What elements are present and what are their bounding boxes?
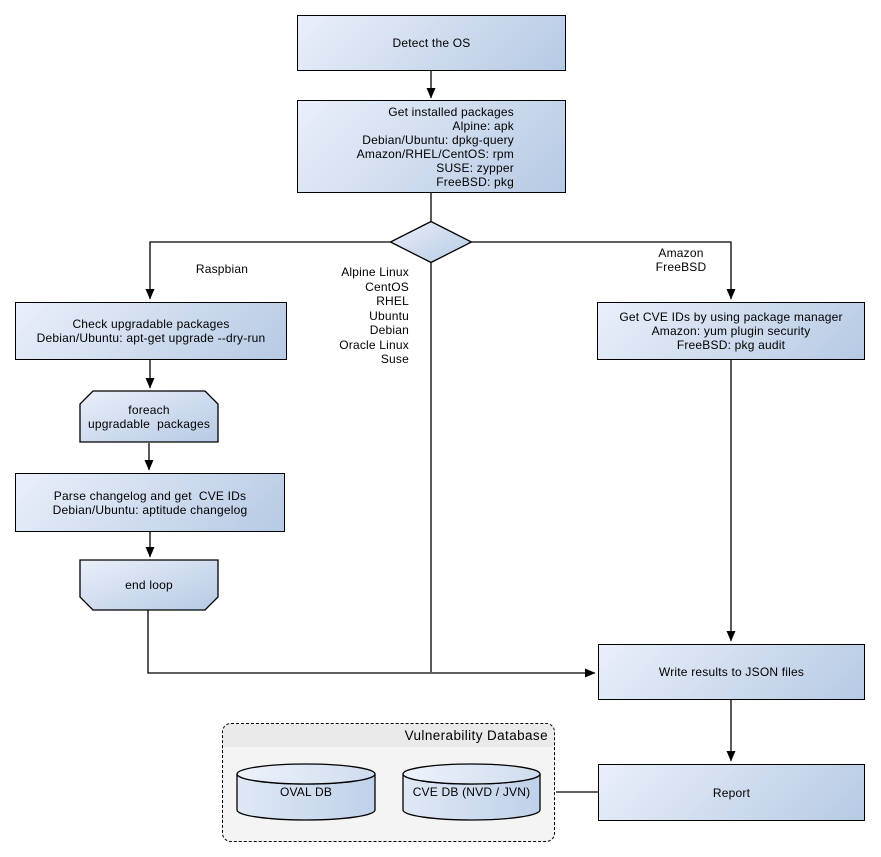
node-end-loop: end loop xyxy=(80,560,218,610)
node-check-upgradable-packages: Check upgradable packages Debian/Ubuntu:… xyxy=(15,302,287,360)
node-get-cve-ids-pkg-manager: Get CVE IDs by using package manager Ama… xyxy=(597,302,865,360)
node-end-loop-label: end loop xyxy=(125,578,173,592)
node-foreach-loop-start: foreach upgradable packages xyxy=(80,391,218,442)
edge-label-os-list: Alpine Linux CentOS RHEL Ubuntu Debian O… xyxy=(339,265,409,366)
decision-diamond-shape xyxy=(389,220,473,264)
node-detect-os-label: Detect the OS xyxy=(392,36,471,50)
node-report-label: Report xyxy=(712,785,751,800)
edge-label-raspbian: Raspbian xyxy=(195,262,249,276)
node-parse-changelog-label: Parse changelog and get CVE IDs Debian/U… xyxy=(52,488,248,517)
node-detect-os: Detect the OS xyxy=(297,15,566,71)
vulnerability-database-title: Vulnerability Database xyxy=(404,728,548,743)
oval-db-label-wrap: OVAL DB xyxy=(237,772,375,812)
node-parse-changelog: Parse changelog and get CVE IDs Debian/U… xyxy=(15,473,285,532)
edge-label-amazon-freebsd: Amazon FreeBSD xyxy=(655,246,707,274)
node-get-installed-packages-label: Get installed packages Alpine: apk Debia… xyxy=(356,104,514,189)
node-get-installed-packages: Get installed packages Alpine: apk Debia… xyxy=(297,100,566,193)
oval-db-label: OVAL DB xyxy=(279,785,333,799)
node-write-results-label: Write results to JSON files xyxy=(658,665,805,679)
cve-db-label-wrap: CVE DB (NVD / JVN) xyxy=(403,772,540,812)
cve-db-label: CVE DB (NVD / JVN) xyxy=(412,785,531,799)
node-check-upgradable-packages-label: Check upgradable packages Debian/Ubuntu:… xyxy=(36,317,266,345)
node-get-cve-ids-pkg-manager-label: Get CVE IDs by using package manager Ama… xyxy=(619,310,843,352)
edge-endloop-to-write xyxy=(147,610,596,678)
node-foreach-loop-start-label: foreach upgradable packages xyxy=(87,402,211,431)
vulnerability-database-titleband xyxy=(223,724,554,747)
node-write-results: Write results to JSON files xyxy=(598,644,865,700)
node-report: Report xyxy=(598,764,865,821)
